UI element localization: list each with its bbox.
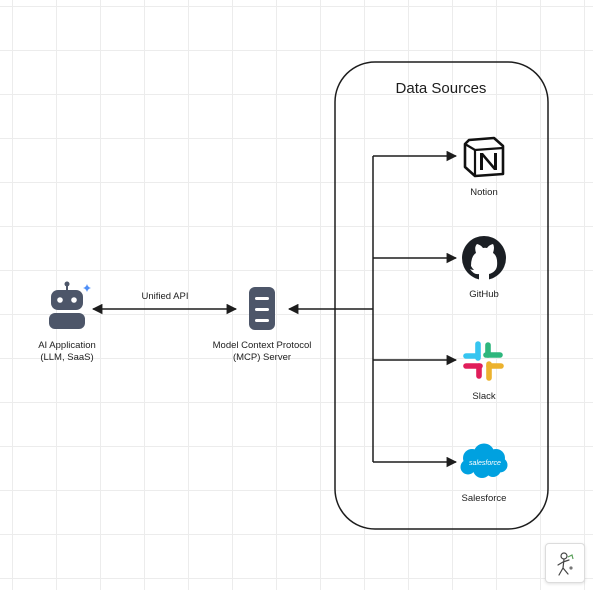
github-label: GitHub: [469, 289, 499, 300]
data-sources-container[interactable]: [334, 61, 549, 530]
data-sources-title: Data Sources: [395, 80, 487, 97]
robot-icon[interactable]: [49, 281, 91, 330]
slack-label: Slack: [472, 391, 496, 402]
figure-sketch-icon: [557, 552, 574, 576]
board-badge[interactable]: [545, 543, 585, 583]
ai-application-label: AI Application (LLM, SaaS): [38, 340, 96, 363]
notion-label: Notion: [470, 187, 498, 198]
sparkle-icon: [83, 284, 91, 292]
server-icon[interactable]: [249, 287, 275, 330]
salesforce-logo-text: salesforce: [469, 460, 501, 467]
github-logo[interactable]: [462, 236, 506, 280]
notion-logo[interactable]: [463, 136, 505, 178]
unified-api-label: Unified API: [141, 291, 189, 302]
salesforce-label: Salesforce: [461, 493, 507, 504]
mcp-server-label: Model Context Protocol (MCP) Server: [212, 340, 312, 363]
salesforce-logo[interactable]: salesforce: [460, 443, 508, 479]
slack-logo[interactable]: [463, 341, 504, 381]
